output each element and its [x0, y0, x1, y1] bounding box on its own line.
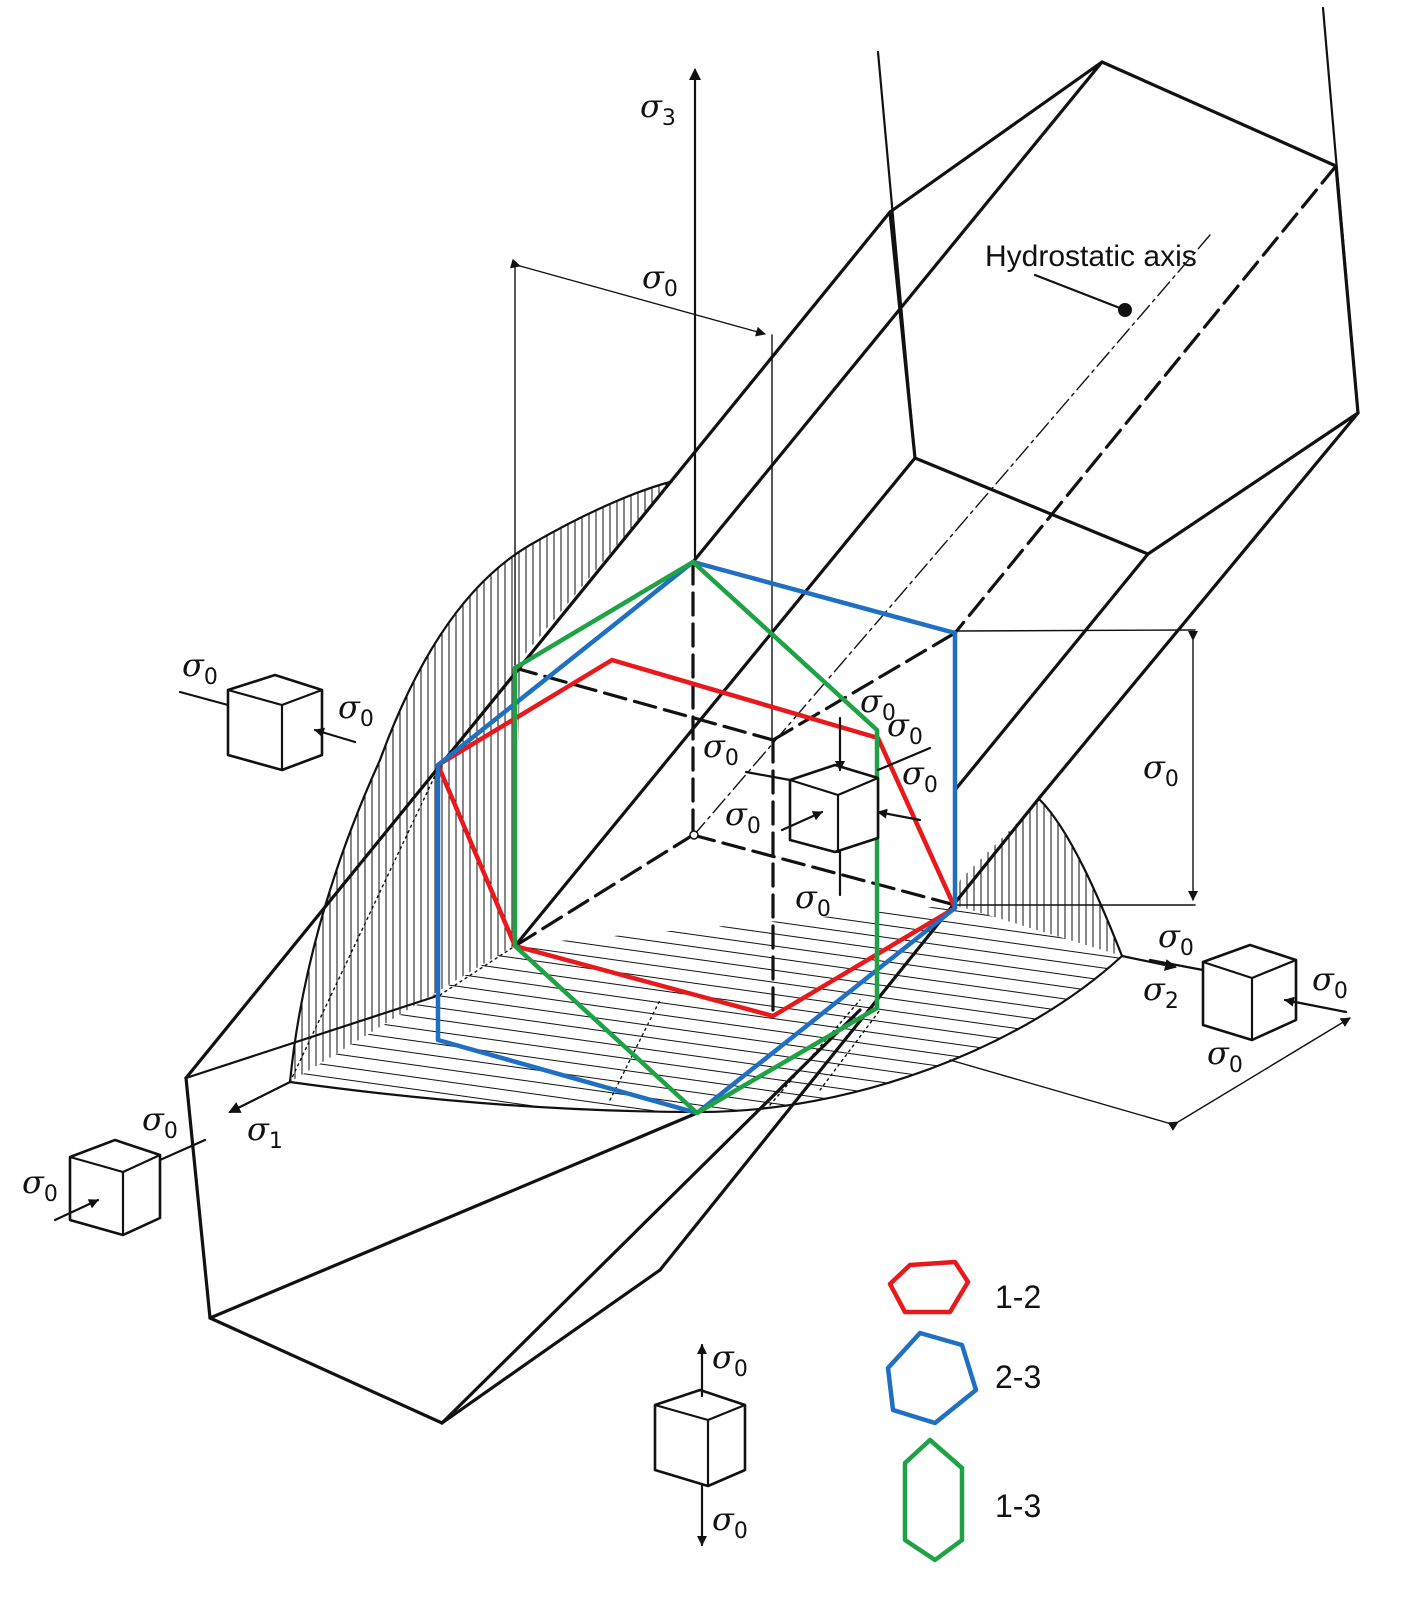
sigma0-label-cube-b-a: σ0 — [712, 1338, 748, 1382]
legend-item-1-2: 1-2 — [887, 1259, 1041, 1315]
sigma0-label-cube-ll-a: σ0 — [142, 1100, 178, 1144]
hatch-bottom-lobe — [290, 905, 1122, 1112]
hydrostatic-note: Hydrostatic axis — [985, 240, 1197, 317]
legend-label-1-2: 1-2 — [995, 1279, 1041, 1315]
sigma0-label-right-dim: σ0 — [1143, 748, 1179, 792]
sigma0-labels: σ0 σ0 σ0 σ0 σ0 σ0 σ0 σ0 σ0 σ0 σ0 σ0 σ0 σ… — [22, 258, 1348, 1544]
sigma0-label-center-f: σ0 — [795, 878, 831, 922]
sigma0-label-cube-r-a: σ0 — [1158, 917, 1194, 961]
legend: 1-2 2-3 1-3 — [885, 1259, 1041, 1563]
sigma1-label: σ1 — [247, 1110, 283, 1154]
sigma0-label-top: σ0 — [642, 258, 678, 302]
hexagon-1-3 — [512, 559, 880, 1116]
legend-item-2-3: 2-3 — [885, 1330, 1041, 1426]
legend-label-1-3: 1-3 — [995, 1488, 1041, 1524]
sigma0-label-cube-b-b: σ0 — [712, 1500, 748, 1544]
sigma0-label-cube-lu-b: σ0 — [338, 688, 374, 732]
stress-cubes — [53, 673, 1348, 1547]
sigma0-label-center-d: σ0 — [902, 754, 938, 798]
legend-swatch-2-3 — [885, 1330, 979, 1426]
sigma0-label-center-c: σ0 — [703, 727, 739, 771]
sigma2-label: σ2 — [1143, 970, 1179, 1014]
sigma0-label-cube-r-b: σ0 — [1312, 960, 1348, 1004]
cube-right — [1148, 943, 1348, 1042]
hidden-edges — [289, 560, 957, 1106]
legend-item-1-3: 1-3 — [902, 1437, 1041, 1563]
hatch-left-lobe — [290, 482, 670, 1082]
ellipse-outline-left — [288, 480, 672, 1084]
dimension-lines — [509, 258, 1351, 1131]
hatched-sections — [288, 480, 1124, 1114]
origin-point — [689, 830, 699, 840]
cube-center — [744, 716, 932, 897]
cube-bottom — [653, 1343, 747, 1547]
hydrostatic-axis-label: Hydrostatic axis — [985, 240, 1197, 273]
sigma0-label-center-b: σ0 — [887, 706, 923, 750]
sigma0-label-center-a: σ0 — [860, 682, 896, 726]
sigma0-label-cube-lu-a: σ0 — [182, 646, 218, 690]
legend-swatch-1-2 — [887, 1259, 971, 1315]
legend-swatch-1-3 — [902, 1437, 965, 1563]
legend-label-2-3: 2-3 — [995, 1359, 1041, 1395]
cube-left-upper — [178, 673, 357, 772]
sigma0-label-cube-ll-b: σ0 — [22, 1163, 58, 1207]
hatch-right-lobe — [955, 800, 1122, 956]
sigma0-label-center-e: σ0 — [725, 795, 761, 839]
axis-labels: σ3 σ1 σ2 — [247, 87, 1179, 1154]
sigma3-label: σ3 — [640, 87, 676, 131]
sigma0-label-cube-r-c: σ0 — [1207, 1034, 1243, 1078]
yield-hexagons — [435, 559, 958, 1116]
cube-left-lower — [53, 1138, 207, 1237]
tresca-prism — [184, 6, 1360, 1425]
ellipse-outline-bottom — [288, 798, 1124, 1114]
